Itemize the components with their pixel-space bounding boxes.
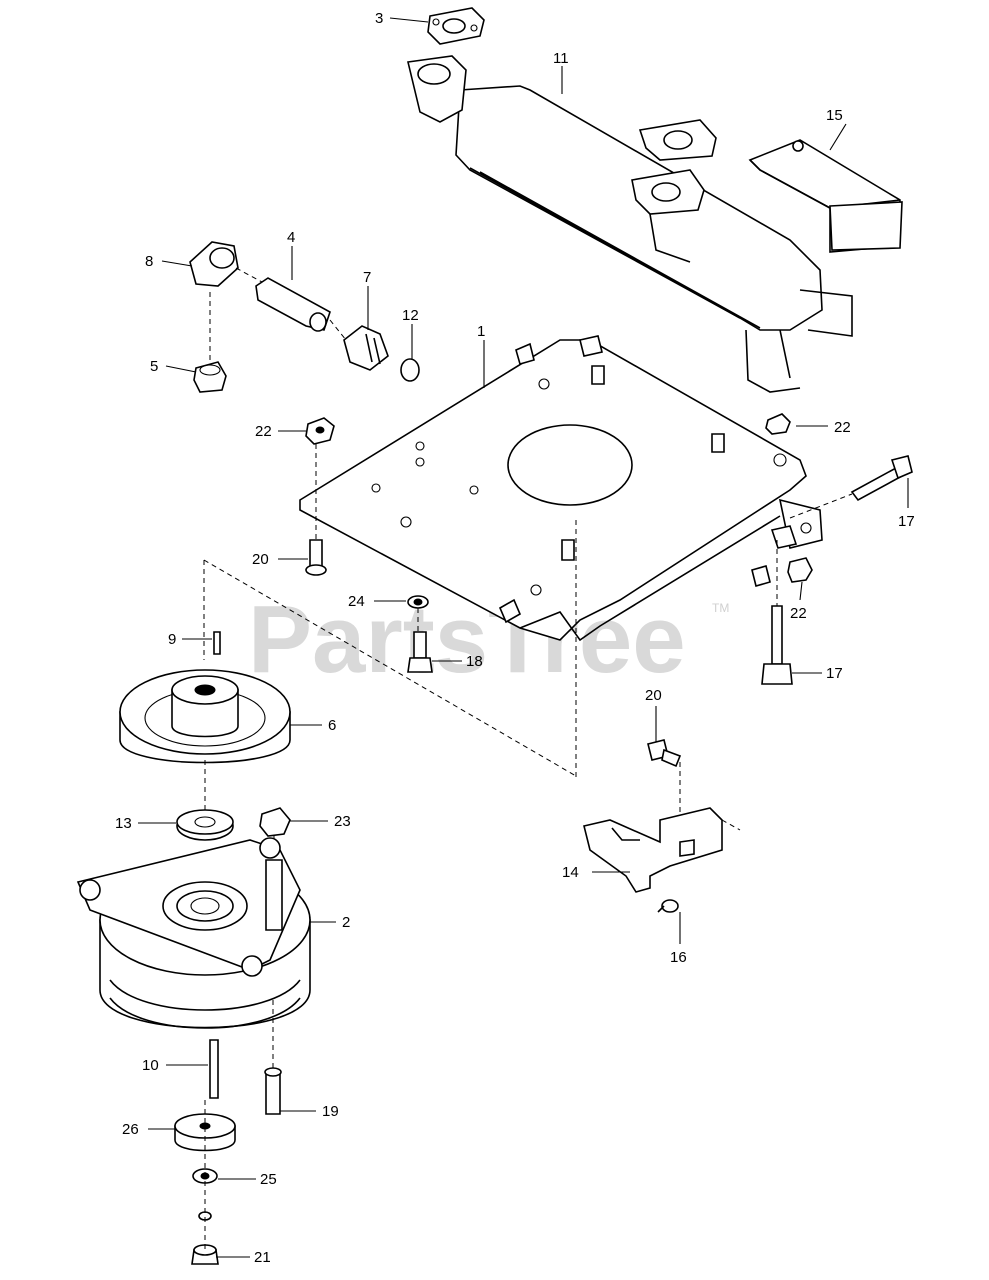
callout-5: 5 <box>150 358 158 375</box>
callout-19: 19 <box>322 1103 339 1120</box>
part-10-key <box>209 1039 219 1099</box>
part-24-washer <box>407 595 429 609</box>
callout-9: 9 <box>168 631 176 648</box>
part-22-nut-c <box>787 557 813 583</box>
assembly-dash-lines <box>203 520 577 780</box>
part-11-muffler <box>407 55 823 393</box>
part-18-bolt <box>407 608 433 673</box>
callout-7: 7 <box>363 269 371 286</box>
part-20-pin-b <box>647 739 682 820</box>
part-16-clip <box>657 899 679 913</box>
callout-6: 6 <box>328 717 336 734</box>
callout-labels: 3 11 15 4 8 7 12 1 5 22 22 17 20 24 22 9… <box>115 10 915 1266</box>
callout-13: 13 <box>115 815 132 832</box>
part-1-plate <box>299 335 823 642</box>
callout-22-a: 22 <box>255 423 272 440</box>
part-17-bolt-b <box>761 540 793 685</box>
callout-4: 4 <box>287 229 295 246</box>
callout-17-b: 17 <box>826 665 843 682</box>
part-3-gasket <box>427 7 485 45</box>
callout-22-c: 22 <box>790 605 807 622</box>
leader-lines <box>138 17 909 1258</box>
callout-25: 25 <box>260 1171 277 1188</box>
callout-23: 23 <box>334 813 351 830</box>
callout-17-a: 17 <box>898 513 915 530</box>
part-2-clutch <box>76 837 311 1029</box>
fitting-assembly <box>189 241 420 393</box>
part-19-pin <box>264 1000 282 1115</box>
callout-3: 3 <box>375 10 383 27</box>
callout-26: 26 <box>122 1121 139 1138</box>
callout-24: 24 <box>348 593 365 610</box>
part-15-heat-shield <box>748 139 903 337</box>
callout-16: 16 <box>670 949 687 966</box>
callout-20-a: 20 <box>252 551 269 568</box>
part-14-bracket <box>583 807 741 893</box>
callout-21: 21 <box>254 1249 271 1266</box>
part-22-nut-b <box>765 413 791 435</box>
callout-8: 8 <box>145 253 153 270</box>
part-17-bolt-a <box>789 455 913 519</box>
callout-20-b: 20 <box>645 687 662 704</box>
part-9-key <box>213 631 221 655</box>
callout-14: 14 <box>562 864 579 881</box>
part-6-pulley <box>119 669 291 764</box>
callout-12: 12 <box>402 307 419 324</box>
part-22-nut-a <box>305 417 335 445</box>
watermark-text: PartsTree <box>248 586 686 693</box>
callout-10: 10 <box>142 1057 159 1074</box>
watermark-trademark: TM <box>712 601 729 615</box>
part-13-spacer <box>176 809 234 841</box>
callout-15: 15 <box>826 107 843 124</box>
callout-1: 1 <box>477 323 485 340</box>
callout-18: 18 <box>466 653 483 670</box>
part-21-bolt <box>191 1244 219 1265</box>
callout-11: 11 <box>553 50 569 67</box>
callout-22-b: 22 <box>834 419 851 436</box>
callout-2: 2 <box>342 914 350 931</box>
part-20-pin-a <box>305 444 327 576</box>
